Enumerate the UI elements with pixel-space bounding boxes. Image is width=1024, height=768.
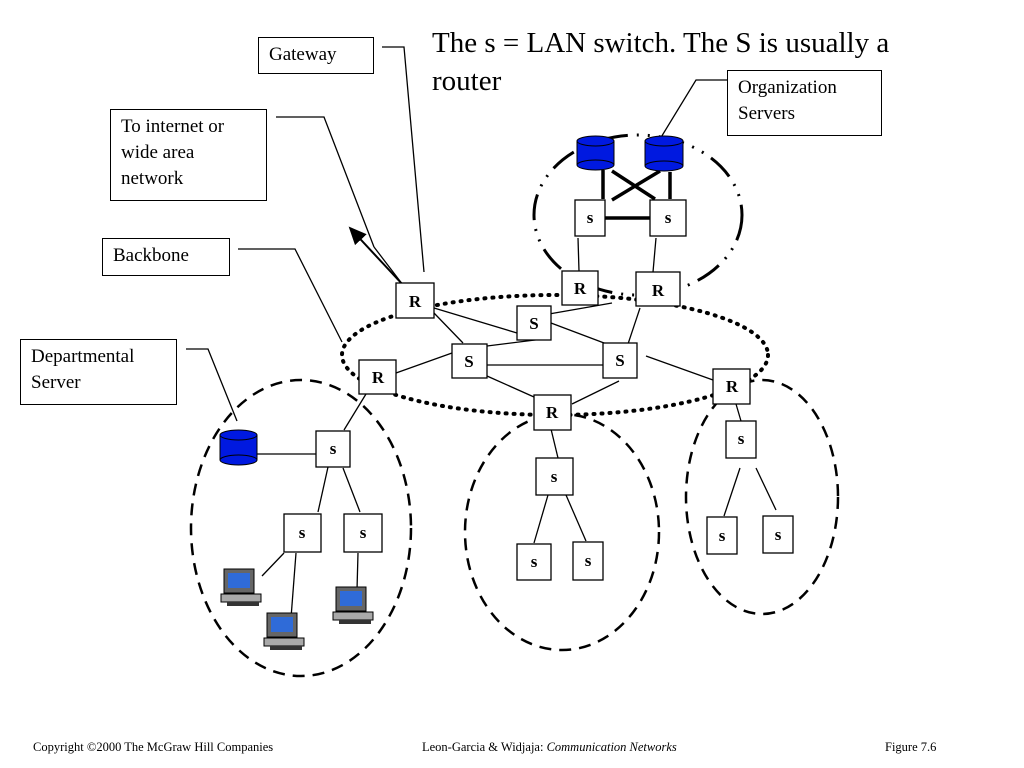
router-organization-left[interactable]: R <box>561 270 599 306</box>
organization-servers-boundary <box>532 133 744 297</box>
organization-server-left-icon[interactable] <box>576 135 615 171</box>
slide-title: The s = LAN switch. The S is usually a r… <box>432 27 890 97</box>
workstation-icon[interactable] <box>220 568 262 606</box>
wan-arrow <box>348 226 404 286</box>
footer-figure-number: Figure 7.6 <box>885 740 937 754</box>
left-department-boundary <box>189 378 413 678</box>
middle-department-boundary <box>463 412 661 652</box>
backbone-callout-label: Backbone <box>113 245 189 266</box>
svg-text:R: R <box>652 281 665 300</box>
svg-text:s: s <box>775 525 782 544</box>
lan-switch-organization-right[interactable]: s <box>649 199 687 237</box>
departmental-server-icon[interactable] <box>219 429 258 466</box>
lan-switch-left-a[interactable]: s <box>283 513 322 553</box>
svg-text:s: s <box>531 552 538 571</box>
router-organization-right[interactable]: R <box>635 271 681 307</box>
svg-text:s: s <box>585 551 592 570</box>
backbone-switch-top[interactable]: S <box>516 305 552 341</box>
svg-text:s: s <box>587 208 594 227</box>
internet-callout-label: To internet or wide area network <box>121 116 225 189</box>
svg-text:s: s <box>330 439 337 458</box>
lan-switch-organization-left[interactable]: s <box>574 199 606 237</box>
region-boundaries <box>189 133 840 678</box>
lan-switches: s s s s s s s <box>283 199 794 581</box>
departmental-server-callout: Departmental Server <box>20 339 177 405</box>
organization-server-links <box>601 169 672 220</box>
organization-servers-callout: Organization Servers <box>727 70 882 136</box>
svg-text:S: S <box>529 314 538 333</box>
backbone-callout: Backbone <box>102 238 230 276</box>
svg-text:s: s <box>719 526 726 545</box>
router-gateway[interactable]: R <box>395 282 435 319</box>
lan-switch-right[interactable]: s <box>725 420 757 459</box>
svg-text:s: s <box>738 429 745 448</box>
callout-leaders <box>186 46 727 422</box>
gateway-callout-label: Gateway <box>269 44 337 65</box>
departmental-server-callout-label: Departmental Server <box>31 346 135 393</box>
organization-server-right-icon[interactable] <box>644 135 684 172</box>
right-department-boundary <box>684 378 840 616</box>
workstation-icon[interactable] <box>332 586 374 624</box>
svg-text:s: s <box>551 467 558 486</box>
workstation-icon[interactable] <box>263 612 305 650</box>
svg-text:s: s <box>360 523 367 542</box>
lan-switch-departmental[interactable]: s <box>315 430 351 468</box>
footer-authors: Leon-Garcia & Widjaja: <box>422 740 544 754</box>
lan-switch-right-b[interactable]: s <box>762 515 794 554</box>
svg-text:R: R <box>546 403 559 422</box>
footer-citation: Leon-Garcia & Widjaja: Communication Net… <box>422 740 677 755</box>
lan-switch-middle[interactable]: s <box>535 457 574 496</box>
lan-switch-left-b[interactable]: s <box>343 513 383 553</box>
lan-switch-right-a[interactable]: s <box>706 516 738 555</box>
organization-servers-callout-label: Organization Servers <box>738 77 837 124</box>
backbone-switches: S S S <box>451 305 638 379</box>
svg-text:S: S <box>615 351 624 370</box>
gateway-callout: Gateway <box>258 37 374 74</box>
svg-text:s: s <box>665 208 672 227</box>
backbone-switch-left[interactable]: S <box>451 343 488 379</box>
svg-text:R: R <box>372 368 385 387</box>
backbone-switch-right[interactable]: S <box>602 342 638 379</box>
routers: R R R R R R <box>358 270 751 431</box>
svg-text:R: R <box>726 377 739 396</box>
footer-book-title: Communication Networks <box>546 740 677 754</box>
router-right-department[interactable]: R <box>712 368 751 405</box>
internet-callout: To internet or wide area network <box>110 109 267 201</box>
router-middle-department[interactable]: R <box>533 394 572 431</box>
router-left-department[interactable]: R <box>358 359 397 395</box>
svg-text:R: R <box>409 292 422 311</box>
svg-text:s: s <box>299 523 306 542</box>
lan-switch-middle-b[interactable]: s <box>572 541 604 581</box>
lan-switch-middle-a[interactable]: s <box>516 543 552 581</box>
svg-text:R: R <box>574 279 587 298</box>
footer-copyright: Copyright ©2000 The McGraw Hill Companie… <box>33 740 274 754</box>
svg-text:S: S <box>464 352 473 371</box>
